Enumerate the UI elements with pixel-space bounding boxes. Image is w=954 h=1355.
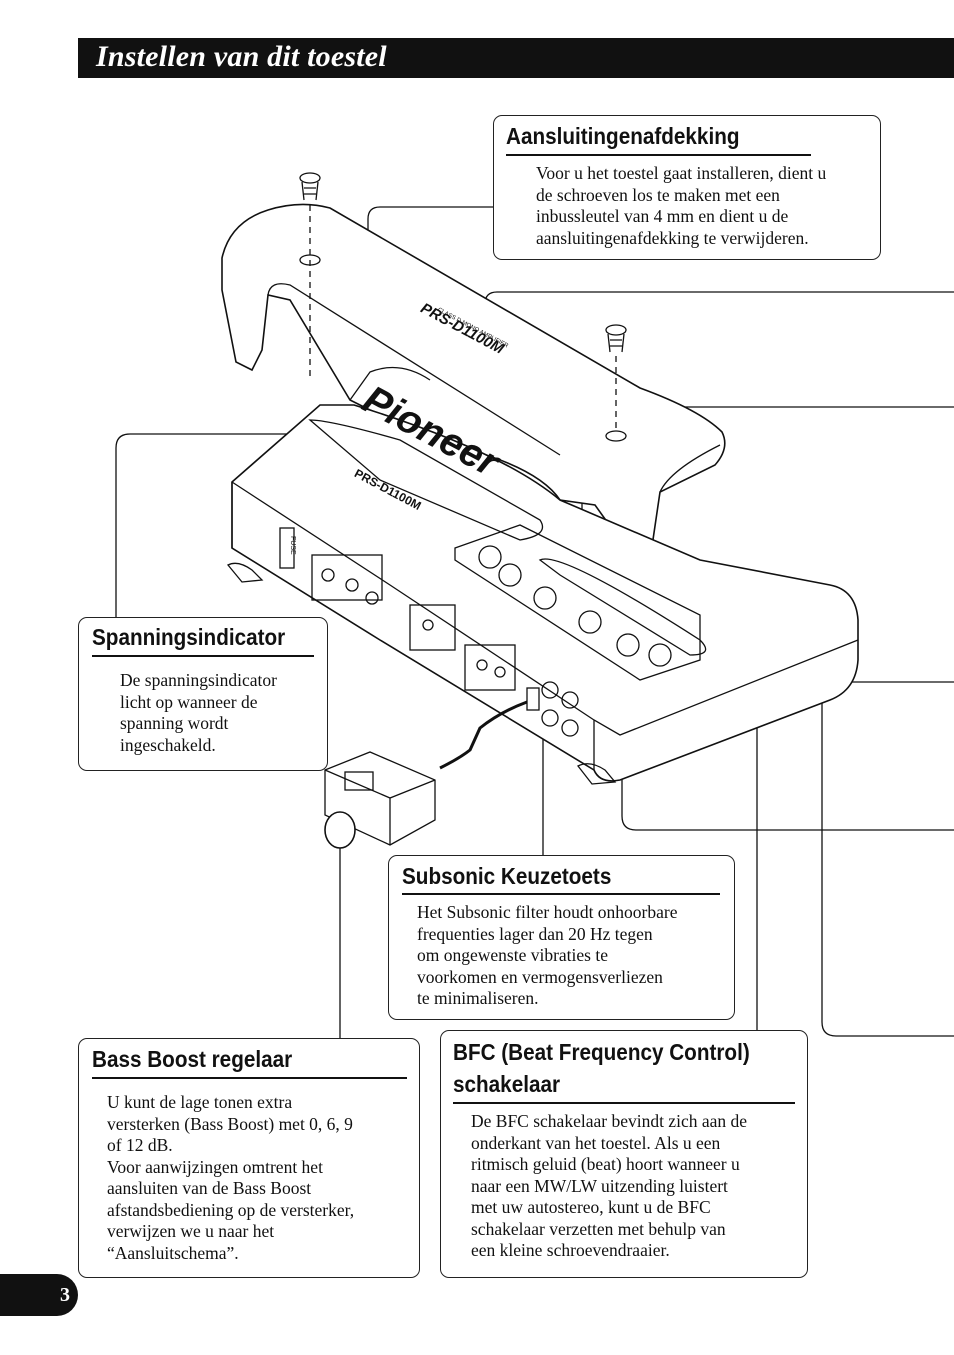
page-header: Instellen van dit toestel: [78, 38, 954, 78]
callout-cover: Aansluitingenafdekking Voor u het toeste…: [493, 115, 881, 260]
callout-subsonic-body: Het Subsonic filter houdt onhoorbare fre…: [417, 902, 678, 1008]
cover-screw-left: [299, 172, 321, 380]
callout-cover-rule: [506, 154, 811, 156]
callout-bass-body: U kunt de lage tonen extra versterken (B…: [107, 1092, 355, 1263]
callout-bass-title: Bass Boost regelaar: [92, 1046, 293, 1072]
callout-bfc-title-line2: schakelaar: [453, 1071, 561, 1097]
callout-bfc-body: De BFC schakelaar bevindt zich aan de on…: [471, 1111, 748, 1260]
callout-bfc-rule: [453, 1102, 795, 1104]
callout-cover-title: Aansluitingenafdekking: [506, 123, 740, 149]
fuse-label: FUSE: [289, 536, 296, 555]
amplifier-body: [231, 404, 859, 782]
callout-power-rule: [92, 655, 314, 657]
leader-line-cover: [367, 206, 493, 250]
callout-bfc-title-line1: BFC (Beat Frequency Control): [453, 1039, 750, 1065]
callout-bass-boost: Bass Boost regelaar U kunt de lage tonen…: [78, 1038, 420, 1278]
bass-boost-remote: [324, 751, 436, 849]
callout-power-body: De spanningsindicator licht op wanneer d…: [120, 670, 277, 755]
callout-power-indicator: Spanningsindicator De spanningsindicator…: [78, 617, 328, 771]
callout-cover-body: Voor u het toestel gaat installeren, die…: [536, 163, 827, 248]
page-number-text: 3: [60, 1284, 70, 1306]
cover-screw-right: [605, 324, 627, 430]
page-number: 3: [0, 1274, 78, 1316]
callout-bass-rule: [92, 1077, 407, 1079]
callout-subsonic-title: Subsonic Keuzetoets: [402, 863, 612, 889]
callout-subsonic-rule: [402, 893, 720, 895]
callout-bfc: BFC (Beat Frequency Control) schakelaar …: [440, 1030, 808, 1278]
callout-power-title: Spanningsindicator: [92, 624, 286, 650]
leader-line-right-4: [621, 665, 954, 831]
page-title: Instellen van dit toestel: [96, 40, 387, 73]
cover-outline: [221, 203, 726, 567]
callout-subsonic: Subsonic Keuzetoets Het Subsonic filter …: [388, 855, 735, 1020]
